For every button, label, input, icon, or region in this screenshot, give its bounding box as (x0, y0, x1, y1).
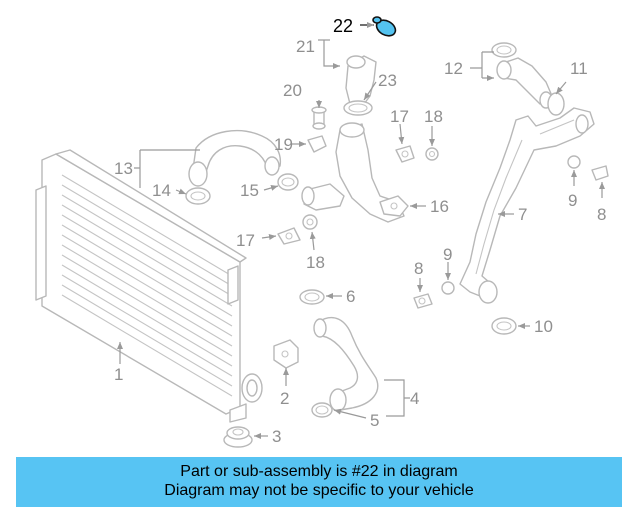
callout-23: 23 (378, 71, 397, 90)
lower-hose-part (313, 317, 379, 412)
bolt-17a-part (395, 145, 415, 163)
callout-3: 3 (272, 427, 281, 446)
callout-4: 4 (410, 389, 419, 408)
callout-21: 21 (296, 37, 315, 56)
clamp-14-part (185, 187, 211, 205)
bracket-part (273, 339, 299, 369)
center-pipe-part (301, 122, 405, 223)
clamp-12-part (491, 42, 517, 58)
grommet-18a-part (425, 147, 439, 161)
clamp-11-part (547, 92, 565, 116)
bolt-8b-part (413, 293, 433, 309)
callout-7: 7 (518, 205, 527, 224)
callout-5: 5 (370, 411, 379, 430)
callout-6: 6 (346, 287, 355, 306)
callout-2: 2 (280, 389, 289, 408)
parts-diagram: 22 21 23 20 19 17 18 12 11 13 14 15 16 7… (35, 16, 609, 448)
callout-9-bottom: 9 (443, 245, 452, 264)
grommet-18b-part (302, 214, 318, 230)
callout-17-top: 17 (390, 107, 409, 126)
grommet-part (223, 426, 253, 448)
callout-9-right: 9 (568, 191, 577, 210)
info-banner: Part or sub-assembly is #22 in diagram D… (16, 457, 622, 507)
leader-lines (117, 22, 605, 439)
bolt-20-part (311, 106, 327, 130)
bolt-17b-part (277, 227, 301, 245)
charge-pipe-part (459, 107, 595, 304)
banner-line-disclaimer: Diagram may not be specific to your vehi… (164, 482, 474, 499)
upper-right-hose-part (496, 57, 553, 109)
clamp-6-part (299, 289, 325, 305)
upper-left-hose-part (188, 129, 282, 187)
nut-9b-part (441, 281, 455, 295)
bolt-8a-part (591, 165, 609, 181)
callout-8-right: 8 (597, 205, 606, 224)
bolt-19-part (307, 135, 327, 153)
callout-19: 19 (274, 135, 293, 154)
clamp-15-part (277, 173, 299, 191)
callout-10: 10 (534, 317, 553, 336)
callout-18-bottom: 18 (306, 253, 325, 272)
clamp-23-part (343, 100, 373, 116)
callout-1: 1 (114, 365, 123, 384)
callout-15: 15 (240, 181, 259, 200)
callout-16: 16 (430, 197, 449, 216)
callout-14: 14 (152, 181, 171, 200)
callout-18-top: 18 (424, 107, 443, 126)
callout-11: 11 (570, 59, 588, 78)
hose-21-part (345, 55, 377, 105)
callout-labels: 22 21 23 20 19 17 18 12 11 13 14 15 16 7… (114, 16, 606, 446)
callout-20: 20 (283, 81, 302, 100)
clamp-5-part (311, 402, 333, 418)
callout-22: 22 (333, 16, 353, 36)
banner-line-part-number: Part or sub-assembly is #22 in diagram (180, 463, 458, 480)
clamp-10-part (491, 317, 517, 335)
sensor-16-part (379, 195, 409, 217)
nut-9a-part (567, 155, 581, 169)
callout-13: 13 (114, 159, 133, 178)
callout-17-bottom: 17 (236, 231, 255, 250)
callout-12: 12 (444, 59, 463, 78)
intercooler-part (35, 149, 263, 423)
callout-8-bottom: 8 (414, 259, 423, 278)
highlighted-part-22[interactable] (372, 16, 398, 39)
